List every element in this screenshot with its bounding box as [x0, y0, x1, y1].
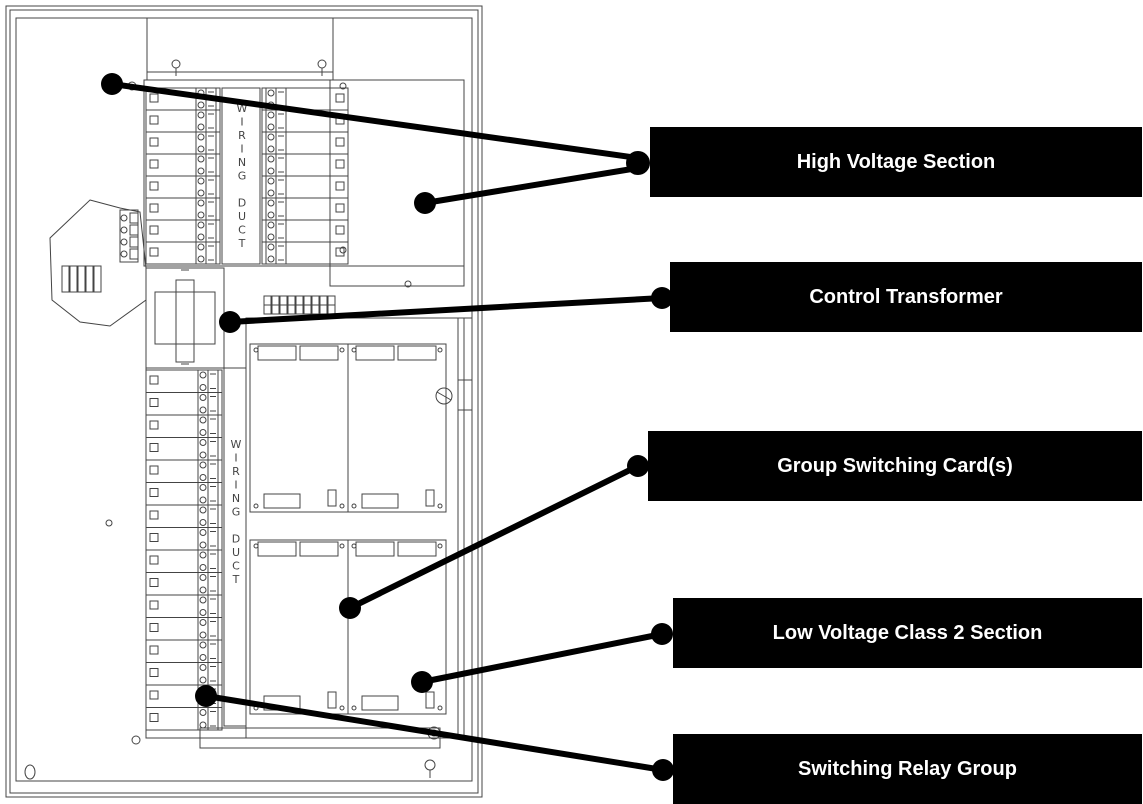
lower-relay-bank [145, 369, 223, 731]
duct-letter: I [240, 143, 243, 156]
relay [145, 549, 223, 573]
dot-group-switching [339, 597, 361, 619]
duct-letter: I [240, 116, 243, 129]
duct-letter: C [232, 560, 240, 573]
duct-letter: N [232, 492, 240, 505]
dot-control-transformer [219, 311, 241, 333]
group-switching-cards [249, 343, 447, 715]
callout-relay-group: Switching Relay Group [673, 734, 1142, 804]
upper-relay-bank-right [261, 87, 349, 265]
relay [261, 241, 349, 265]
duct-letter: T [232, 573, 240, 586]
callout-relay-group-label: Switching Relay Group [798, 757, 1017, 780]
duct-letter: U [238, 210, 246, 223]
dot-relay-group [195, 685, 217, 707]
relay [145, 197, 221, 221]
hardware [24, 81, 453, 780]
upper-relay-bank-left [145, 87, 221, 265]
dot-group-switching-end [627, 455, 649, 477]
transformer-drawing [145, 267, 225, 369]
relay [145, 241, 221, 265]
duct-letter: W [237, 102, 248, 115]
duct-letter: R [238, 129, 246, 142]
dot-control-transformer-end [651, 287, 673, 309]
dot-high-voltage-b [414, 192, 436, 214]
relay [145, 109, 221, 133]
duct-letter: T [238, 237, 246, 250]
dot-relay-group-end [652, 759, 674, 781]
relay [145, 572, 223, 596]
leader-group-switching [347, 463, 641, 611]
leader-high-voltage-a [109, 81, 641, 161]
relay [261, 175, 349, 199]
relay [261, 153, 349, 177]
callout-control-transformer-label: Control Transformer [809, 285, 1003, 308]
dot-high-voltage-a [101, 73, 123, 95]
relay [145, 527, 223, 551]
relay [145, 392, 223, 416]
relay [145, 131, 221, 155]
terminal-strip [263, 295, 336, 315]
lower-section [145, 317, 473, 749]
card-connectors [253, 345, 443, 711]
relay [145, 594, 223, 618]
callout-high-voltage: High Voltage Section [650, 127, 1142, 197]
relay [145, 482, 223, 506]
duct-letter: D [232, 533, 240, 546]
callout-control-transformer: Control Transformer [670, 262, 1142, 332]
relay [145, 707, 223, 731]
duct-letter: D [238, 197, 246, 210]
callout-group-switching: Group Switching Card(s) [648, 431, 1142, 501]
leader-low-voltage [419, 631, 665, 685]
leader-lines [109, 81, 666, 773]
dot-low-voltage-end [651, 623, 673, 645]
duct-letter: G [238, 170, 247, 183]
duct-letter: C [238, 224, 246, 237]
leader-control-transformer [227, 295, 665, 325]
relay [145, 153, 221, 177]
callout-high-voltage-label: High Voltage Section [796, 150, 996, 173]
high-voltage-area [143, 79, 465, 288]
relay [145, 662, 223, 686]
duct-letter: W [231, 438, 242, 451]
leader-dots [101, 73, 674, 781]
duct-letter: I [234, 479, 237, 492]
side-bracket [49, 199, 147, 327]
bracket-terminals [61, 212, 139, 293]
dot-low-voltage [411, 671, 433, 693]
relay [145, 219, 221, 243]
duct-letter: R [232, 465, 240, 478]
dot-high-voltage-c [626, 151, 650, 175]
relay [145, 437, 223, 461]
leader-high-voltage-b [422, 165, 641, 206]
relay [145, 639, 223, 663]
relay [145, 504, 223, 528]
callout-low-voltage-label: Low Voltage Class 2 Section [772, 621, 1043, 644]
relay [145, 369, 223, 393]
relay [261, 197, 349, 221]
callout-group-switching-label: Group Switching Card(s) [777, 454, 1013, 477]
relay [145, 414, 223, 438]
callout-low-voltage: Low Voltage Class 2 Section [673, 598, 1142, 668]
relay [261, 219, 349, 243]
relay [145, 617, 223, 641]
duct-letter: U [232, 546, 240, 559]
relay [261, 131, 349, 155]
top-plate [146, 17, 334, 81]
duct-letter: N [238, 156, 246, 169]
duct-letter: I [234, 452, 237, 465]
relay [145, 459, 223, 483]
duct-letter: G [232, 506, 241, 519]
leader-relay-group [203, 693, 666, 773]
relay [145, 175, 221, 199]
